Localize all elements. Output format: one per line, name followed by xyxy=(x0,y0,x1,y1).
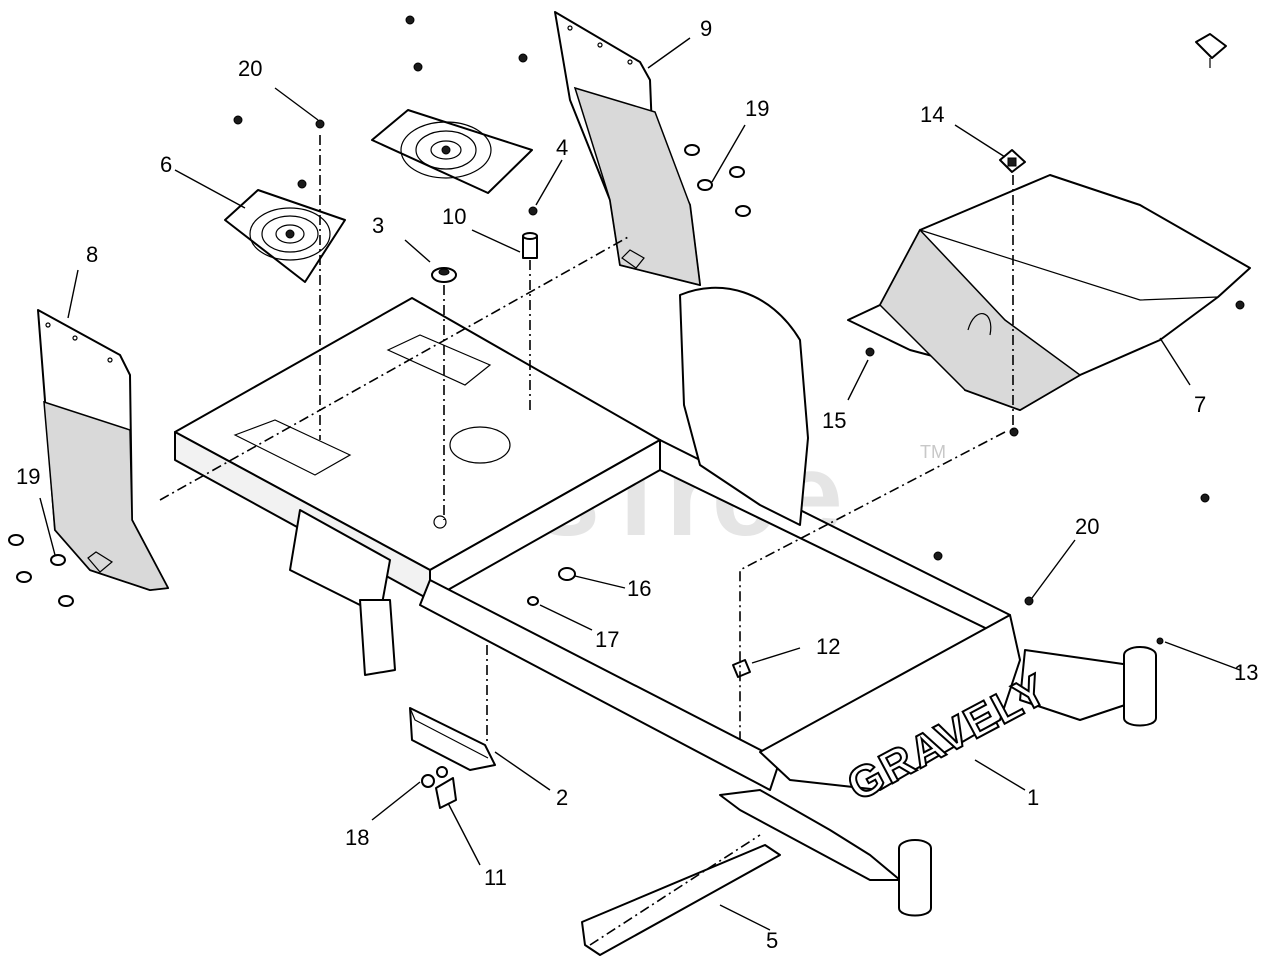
callout-11: 11 xyxy=(484,865,507,890)
callout-19-right: 19 xyxy=(745,96,769,121)
part-14-knob[interactable] xyxy=(999,149,1026,173)
part-11-clip[interactable] xyxy=(435,777,457,809)
callout-8: 8 xyxy=(86,242,98,267)
seat-plate-rear[interactable] xyxy=(371,109,533,194)
callout-20-top: 20 xyxy=(238,56,262,81)
callout-numbers: 1 2 3 4 5 6 7 8 9 10 11 12 13 14 15 16 1… xyxy=(16,16,1258,953)
part-18-nut[interactable] xyxy=(421,766,448,788)
callout-2: 2 xyxy=(556,785,568,810)
knob-spare xyxy=(1195,33,1227,68)
callout-1: 1 xyxy=(1027,785,1039,810)
part-5-strap[interactable] xyxy=(581,844,781,956)
callout-6: 6 xyxy=(160,152,172,177)
assembly-lines xyxy=(159,135,1014,946)
bolts-hardware xyxy=(8,15,1245,645)
callout-3: 3 xyxy=(372,213,384,238)
callout-4: 4 xyxy=(556,135,568,160)
callout-10: 10 xyxy=(442,204,466,229)
callout-13: 13 xyxy=(1234,660,1258,685)
part-7-rear-shroud[interactable] xyxy=(847,174,1251,411)
callout-18: 18 xyxy=(345,825,369,850)
part-6-seat-plate[interactable] xyxy=(224,189,346,283)
callout-9: 9 xyxy=(700,16,712,41)
callout-17: 17 xyxy=(595,627,619,652)
callout-12: 12 xyxy=(816,634,840,659)
part-8-left-panel[interactable] xyxy=(37,309,170,591)
callout-16: 16 xyxy=(627,576,651,601)
part-2-bracket[interactable] xyxy=(409,707,496,771)
callout-15: 15 xyxy=(822,408,846,433)
callout-5: 5 xyxy=(766,928,778,953)
part-10-spacer[interactable] xyxy=(522,232,538,259)
part-12-clip[interactable] xyxy=(732,659,751,678)
part-3-grommet[interactable] xyxy=(431,267,457,283)
callout-14: 14 xyxy=(920,102,944,127)
part-9-right-panel[interactable] xyxy=(554,11,701,286)
callout-7: 7 xyxy=(1194,392,1206,417)
callout-20-right: 20 xyxy=(1075,514,1099,539)
leader-lines xyxy=(39,37,1241,931)
part-1-main-frame[interactable]: GRAVELY xyxy=(174,286,1157,917)
watermark-tm: TM xyxy=(920,442,946,462)
callout-19-left: 19 xyxy=(16,464,40,489)
